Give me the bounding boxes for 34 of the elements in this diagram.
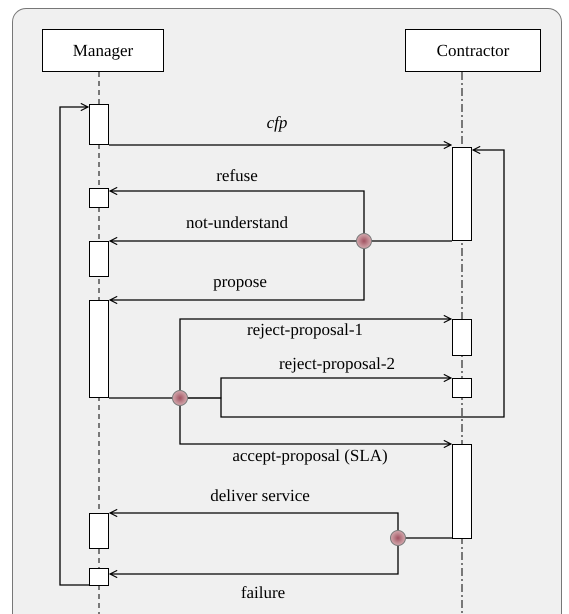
message-label: reject-proposal-1 — [246, 320, 364, 340]
lifeline-head: Contractor — [405, 29, 541, 72]
message-label: not-understand — [186, 213, 288, 233]
arrow — [109, 186, 365, 233]
message-label: refuse — [216, 166, 258, 186]
activation-bar — [89, 568, 109, 586]
activation-bar — [89, 241, 109, 277]
arrow — [109, 249, 365, 304]
connector-line — [372, 240, 452, 242]
activation-bar — [452, 319, 472, 356]
connector-line — [109, 397, 172, 399]
activation-bar — [89, 188, 109, 208]
message-label: cfp — [266, 113, 288, 133]
activation-bar — [452, 147, 472, 241]
arrow — [59, 102, 89, 586]
message-label: failure — [240, 583, 286, 603]
arrow — [109, 140, 452, 150]
message-label: accept-proposal (SLA) — [232, 446, 388, 466]
activation-bar — [452, 378, 472, 398]
arrow — [109, 546, 399, 578]
arrow — [109, 508, 399, 530]
message-label: reject-proposal-2 — [278, 354, 396, 374]
message-label: propose — [213, 272, 267, 292]
arrow — [188, 146, 505, 418]
arrow — [179, 314, 452, 390]
activation-bar — [452, 444, 472, 539]
activation-bar — [89, 104, 109, 145]
arrow — [179, 406, 452, 448]
message-label: deliver service — [210, 486, 310, 506]
arrow — [109, 236, 356, 246]
lifeline-head: Manager — [42, 29, 164, 72]
activation-bar — [89, 300, 109, 398]
connector-line — [406, 537, 452, 539]
activation-bar — [89, 513, 109, 549]
